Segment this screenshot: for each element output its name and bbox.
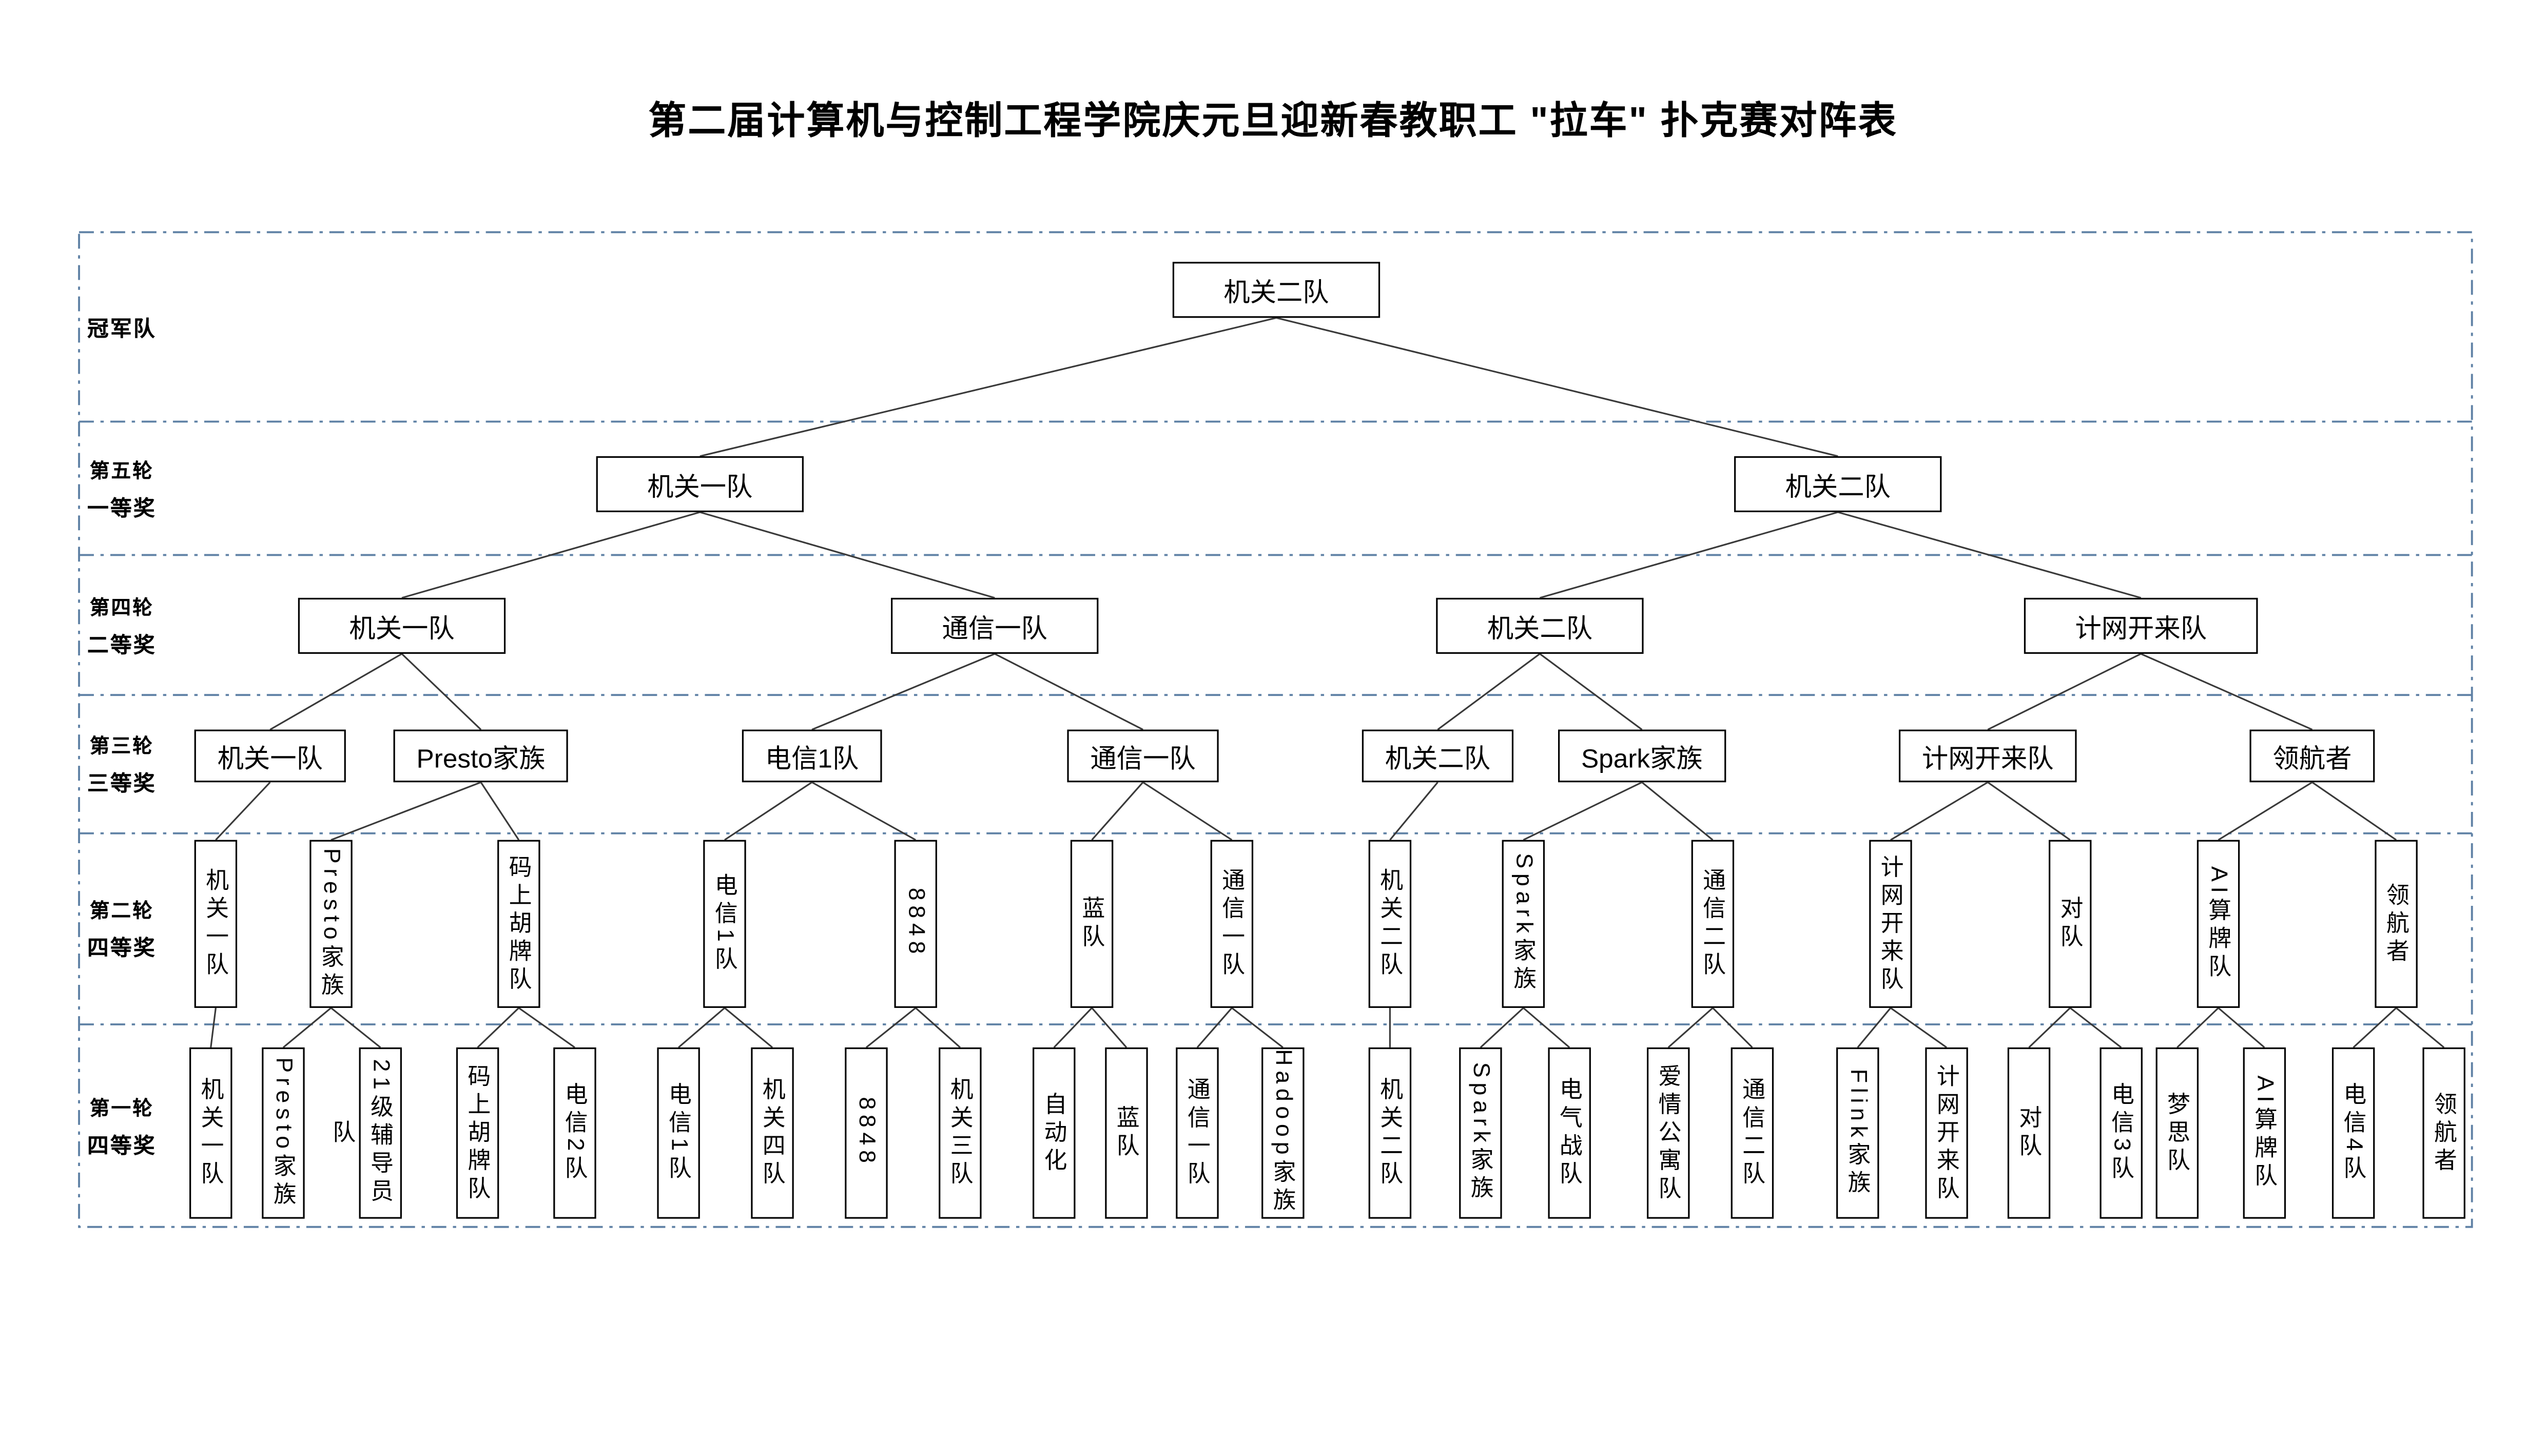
round-label-line: 二等奖 — [87, 631, 157, 656]
team-box-round1-12: Hadoop家族 — [1261, 1047, 1305, 1219]
team-box-round2-12: AI算牌队 — [2197, 840, 2240, 1008]
team-box-round1-10: 蓝队 — [1105, 1047, 1148, 1219]
team-box-round2-1: Presto家族 — [309, 840, 353, 1008]
team-box-round1-9: 自动化 — [1033, 1047, 1076, 1219]
team-box-round1-25: 领航者 — [2422, 1047, 2465, 1219]
round-label-champion: 冠军队 — [79, 232, 165, 421]
team-box-round1-24: 电信4队 — [2331, 1047, 2375, 1219]
team-box-round1-8: 机关三队 — [939, 1047, 982, 1219]
team-box-round1-18: Flink家族 — [1836, 1047, 1879, 1219]
team-box-round1-7: 8848 — [845, 1047, 888, 1219]
round-label-line: 第三轮 — [89, 734, 154, 758]
round-label-round5: 第五轮一等奖 — [79, 422, 165, 555]
team-box-round3-4: 机关二队 — [1362, 729, 1514, 783]
team-box-round2-8: Spark家族 — [1502, 840, 1545, 1008]
team-box-round3-0: 机关一队 — [194, 729, 346, 783]
round-label-round1: 第一轮四等奖 — [79, 1024, 165, 1227]
team-box-round3-5: Spark家族 — [1558, 729, 1726, 783]
team-box-champion-0: 机关二队 — [1172, 262, 1381, 318]
team-box-round1-15: 电气战队 — [1548, 1047, 1591, 1219]
team-box-round4-3: 计网开来队 — [2024, 597, 2258, 654]
team-box-round2-7: 机关二队 — [1368, 840, 1412, 1008]
team-box-round1-22: 梦思队 — [2155, 1047, 2199, 1219]
team-box-round2-5: 蓝队 — [1070, 840, 1114, 1008]
round-label-line: 第五轮 — [89, 458, 154, 482]
team-box-round2-0: 机关一队 — [194, 840, 238, 1008]
team-box-round2-13: 领航者 — [2375, 840, 2418, 1008]
round-label-line: 四等奖 — [87, 935, 157, 960]
team-box-round1-14: Spark家族 — [1459, 1047, 1502, 1219]
team-box-round1-4: 电信2队 — [553, 1047, 596, 1219]
team-box-round2-10: 计网开来队 — [1869, 840, 1912, 1008]
team-box-round1-11: 通信一队 — [1176, 1047, 1219, 1219]
team-box-round5-0: 机关一队 — [596, 456, 804, 512]
team-box-round1-17: 通信二队 — [1731, 1047, 1774, 1219]
team-box-round4-1: 通信一队 — [891, 597, 1099, 654]
team-box-round1-19: 计网开来队 — [1925, 1047, 1968, 1219]
team-box-round1-3: 码上胡牌队 — [456, 1047, 499, 1219]
team-box-round3-2: 电信1队 — [742, 729, 882, 783]
team-box-round3-3: 通信一队 — [1067, 729, 1219, 783]
round-label-round3: 第三轮三等奖 — [79, 695, 165, 833]
team-box-round5-1: 机关二队 — [1734, 456, 1942, 512]
team-box-round1-23: AI算牌队 — [2243, 1047, 2286, 1219]
team-box-round1-16: 爱情公寓队 — [1647, 1047, 1690, 1219]
round-label-round4: 第四轮二等奖 — [79, 555, 165, 695]
team-box-round1-21: 电信3队 — [2100, 1047, 2143, 1219]
team-box-round1-2: 21级辅导员队 — [331, 1047, 402, 1219]
round-label-line: 三等奖 — [87, 770, 157, 795]
round-label-line: 一等奖 — [87, 495, 157, 520]
team-box-round1-0: 机关一队 — [189, 1047, 232, 1219]
round-label-line: 第四轮 — [89, 595, 154, 618]
team-box-round1-20: 对队 — [2007, 1047, 2051, 1219]
team-box-round2-4: 8848 — [894, 840, 937, 1008]
team-box-round1-6: 机关四队 — [751, 1047, 794, 1219]
team-box-round1-1: Presto家族 — [262, 1047, 305, 1219]
round-label-line: 冠军队 — [87, 316, 157, 341]
team-box-round2-6: 通信一队 — [1210, 840, 1254, 1008]
team-box-round3-7: 领航者 — [2249, 729, 2375, 783]
round-label-round2: 第二轮四等奖 — [79, 833, 165, 1024]
team-box-round3-6: 计网开来队 — [1898, 729, 2077, 783]
team-box-round2-9: 通信二队 — [1691, 840, 1735, 1008]
team-box-round2-11: 对队 — [2048, 840, 2092, 1008]
team-box-round4-2: 机关二队 — [1436, 597, 1644, 654]
round-label-line: 四等奖 — [87, 1132, 157, 1157]
round-label-line: 第二轮 — [89, 899, 154, 923]
team-box-round1-5: 电信1队 — [657, 1047, 700, 1219]
team-box-round4-0: 机关一队 — [298, 597, 506, 654]
round-label-line: 第一轮 — [89, 1096, 154, 1119]
page-title: 第二届计算机与控制工程学院庆元旦迎新春教职工 "拉车" 扑克赛对阵表 — [648, 99, 1898, 142]
team-box-round3-1: Presto家族 — [393, 729, 569, 783]
team-box-round1-13: 机关二队 — [1368, 1047, 1412, 1219]
team-box-round2-3: 电信1队 — [703, 840, 746, 1008]
team-box-round2-2: 码上胡牌队 — [497, 840, 540, 1008]
